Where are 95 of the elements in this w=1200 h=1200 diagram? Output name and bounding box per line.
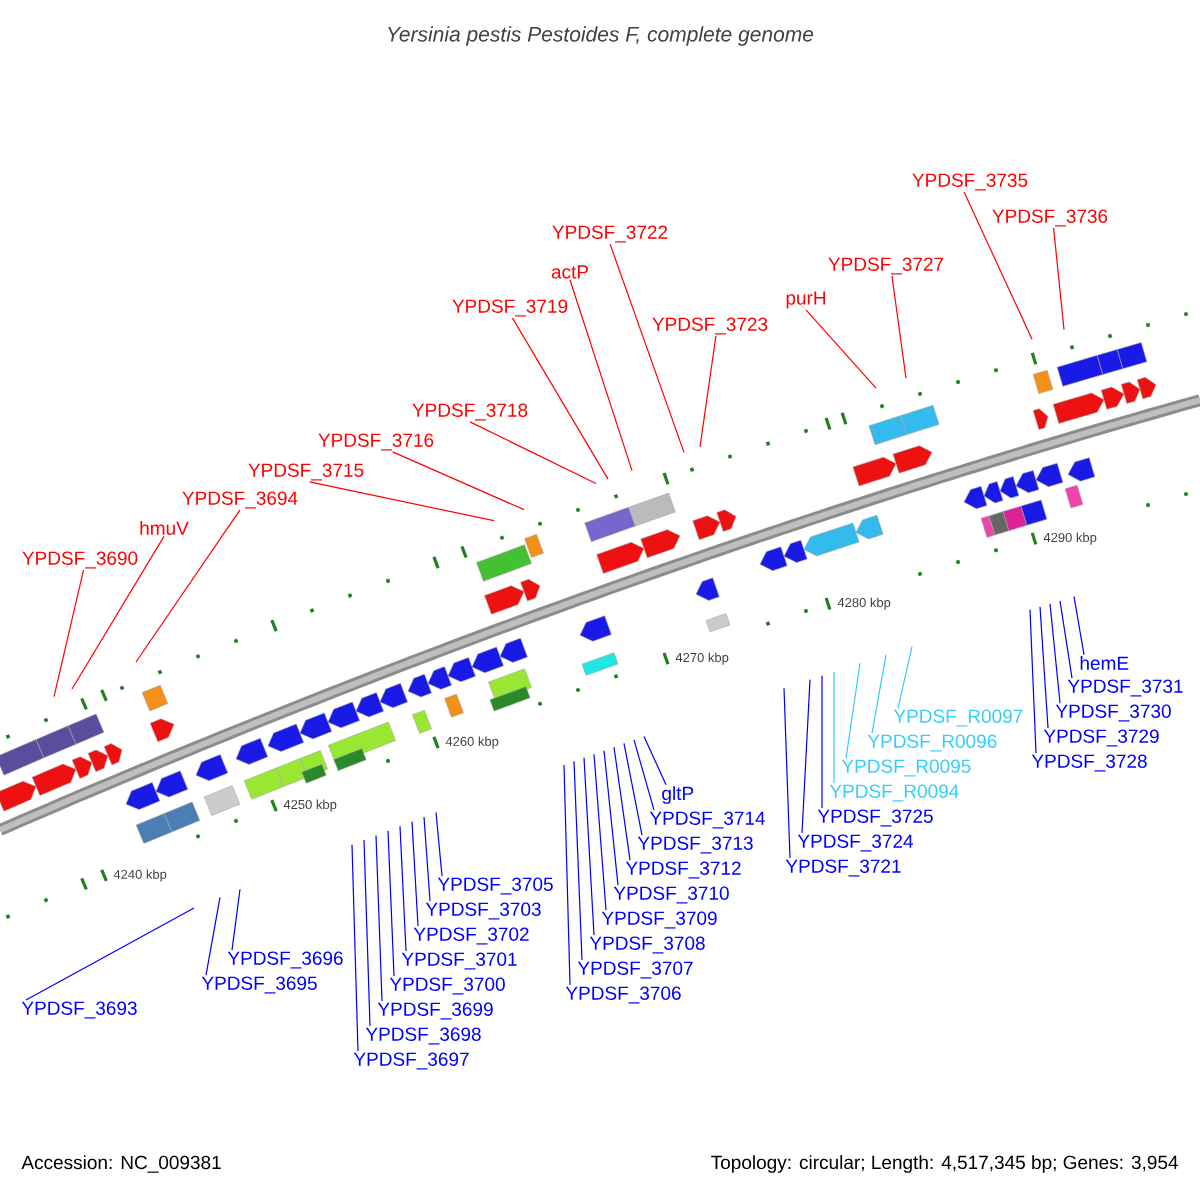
leader-line xyxy=(643,735,667,786)
leader-line xyxy=(25,907,195,1001)
leader-line xyxy=(411,821,419,927)
leader-line xyxy=(563,764,571,986)
gene-label: YPDSF_3731 xyxy=(1067,679,1183,697)
leader-line xyxy=(205,896,221,976)
gene-label: YPDSF_R0094 xyxy=(829,784,959,802)
leader-line xyxy=(392,451,525,511)
leader-line xyxy=(623,742,643,836)
leader-line xyxy=(871,654,887,734)
gene-label: YPDSF_3706 xyxy=(565,986,681,1004)
gene-label: actP xyxy=(551,265,588,279)
gene-label: YPDSF_3709 xyxy=(601,911,717,929)
gene-label: YPDSF_3736 xyxy=(992,209,1108,227)
gene-label: YPDSF_3695 xyxy=(201,976,317,994)
gene-label: YPDSF_3690 xyxy=(22,551,138,569)
leader-line xyxy=(511,317,609,480)
gene-label: YPDSF_3694 xyxy=(182,491,298,509)
gene-label: YPDSF_3721 xyxy=(785,859,901,877)
leader-line xyxy=(593,753,607,911)
leader-line xyxy=(469,421,597,485)
leader-line xyxy=(387,830,395,977)
gene-label: hmuV xyxy=(140,521,189,535)
gene-label: YPDSF_3699 xyxy=(377,1002,493,1020)
leader-line xyxy=(308,481,495,522)
gene-label: YPDSF_3723 xyxy=(652,317,768,335)
gene-label: gltP xyxy=(662,786,694,804)
leader-line xyxy=(609,243,685,453)
gene-label: YPDSF_3693 xyxy=(21,1001,137,1019)
gene-label: YPDSF_3698 xyxy=(365,1027,481,1045)
leader-line xyxy=(801,679,811,834)
gene-label: hemE xyxy=(1080,656,1129,670)
gene-label: YPDSF_3705 xyxy=(437,877,553,895)
gene-label: YPDSF_3697 xyxy=(353,1052,469,1070)
leader-line xyxy=(423,816,431,902)
leader-line xyxy=(805,309,877,389)
gene-label: YPDSF_3703 xyxy=(425,902,541,920)
leader-line xyxy=(821,675,823,809)
leader-line xyxy=(135,509,241,663)
gene-label: YPDSF_3729 xyxy=(1043,729,1159,747)
gene-label: YPDSF_3712 xyxy=(625,861,741,879)
gene-label: YPDSF_3707 xyxy=(577,961,693,979)
gene-label: YPDSF_3714 xyxy=(649,811,765,829)
leader-line xyxy=(399,825,407,952)
leader-line xyxy=(71,535,165,690)
gene-label: YPDSF_3730 xyxy=(1055,704,1171,722)
gene-label: YPDSF_3727 xyxy=(828,257,944,275)
gene-label: YPDSF_3728 xyxy=(1031,754,1147,772)
gene-label: YPDSF_R0097 xyxy=(893,709,1023,727)
gene-label: YPDSF_3701 xyxy=(401,952,517,970)
gene-label: YPDSF_3708 xyxy=(589,936,705,954)
leader-line xyxy=(583,757,595,936)
footer-text: Accession: NC_009381 xyxy=(21,1155,221,1173)
gene-label: YPDSF_3719 xyxy=(452,299,568,317)
leader-line xyxy=(963,191,1033,340)
leader-line xyxy=(699,335,717,448)
leader-line xyxy=(833,671,835,784)
leader-line xyxy=(783,687,791,859)
leader-line xyxy=(845,662,861,759)
gene-label: YPDSF_3716 xyxy=(318,433,434,451)
gene-label: YPDSF_3713 xyxy=(637,836,753,854)
gene-label: YPDSF_3696 xyxy=(227,951,343,969)
gene-label: YPDSF_3700 xyxy=(389,977,505,995)
gene-label: YPDSF_3725 xyxy=(817,809,933,827)
leader-line xyxy=(1049,603,1061,704)
leader-line xyxy=(1039,606,1049,729)
leader-line xyxy=(897,645,913,709)
gene-label: YPDSF_3724 xyxy=(797,834,913,852)
leader-line xyxy=(351,844,359,1052)
leader-line xyxy=(1053,227,1065,331)
gene-label: YPDSF_3710 xyxy=(613,886,729,904)
leader-line xyxy=(573,760,583,961)
gene-label: YPDSF_3702 xyxy=(413,927,529,945)
leader-line xyxy=(375,834,383,1002)
gene-label: YPDSF_3718 xyxy=(412,403,528,421)
leader-line xyxy=(891,275,907,379)
gene-label: YPDSF_3735 xyxy=(912,173,1028,191)
title: Yersinia pestis Pestoides F, complete genome xyxy=(388,26,814,46)
gene-label: YPDSF_3722 xyxy=(552,225,668,243)
leader-line xyxy=(603,750,619,886)
leader-line xyxy=(613,746,631,861)
leader-line xyxy=(633,739,655,811)
leader-line xyxy=(569,279,633,472)
footer-text: Topology: circular; Length: 4,517,345 bp; Genes: 3,954 xyxy=(711,1155,1178,1173)
gene-label: YPDSF_R0095 xyxy=(841,759,971,777)
leader-line xyxy=(53,569,85,698)
leader-line xyxy=(1073,596,1085,656)
leader-line xyxy=(231,888,241,951)
gene-label: YPDSF_3715 xyxy=(248,463,364,481)
leader-line xyxy=(435,811,443,877)
gene-label: YPDSF_R0096 xyxy=(867,734,997,752)
leader-line xyxy=(1059,600,1073,679)
leader-line xyxy=(1029,609,1037,754)
leader-line xyxy=(363,839,371,1027)
gene-label: purH xyxy=(786,291,826,309)
